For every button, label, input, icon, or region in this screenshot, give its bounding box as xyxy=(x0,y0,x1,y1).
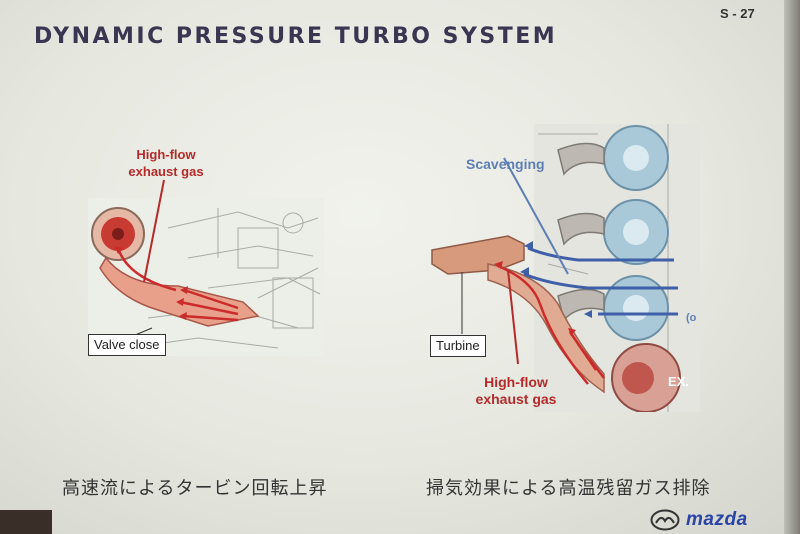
turbine-label: Turbine xyxy=(430,335,486,357)
slide-title: DYNAMIC PRESSURE TURBO SYSTEM xyxy=(34,24,558,49)
page-number: S - 27 xyxy=(720,6,755,21)
cutoff-label: (o xyxy=(686,312,697,324)
mazda-logo: mazda xyxy=(650,509,748,531)
scavenging-label: Scavenging xyxy=(466,156,545,172)
valve-close-label: Valve close xyxy=(88,334,166,356)
left-engine-diagram xyxy=(88,198,324,356)
screen-edge xyxy=(784,0,800,534)
caption-left: 高速流によるタービン回転上昇 xyxy=(62,478,328,499)
right-engine-diagram xyxy=(431,124,700,412)
caption-right: 掃気効果による高温残留ガス排除 xyxy=(426,478,711,499)
left-high-flow-label: High-flow exhaust gas xyxy=(128,147,204,179)
mazda-wing-icon xyxy=(650,509,680,531)
ex-label: EX. xyxy=(668,374,689,389)
left-pointer-line xyxy=(143,179,165,283)
screen-corner xyxy=(0,510,52,534)
mazda-wordmark: mazda xyxy=(686,509,748,530)
right-high-flow-label: High-flow exhaust gas xyxy=(475,374,557,407)
